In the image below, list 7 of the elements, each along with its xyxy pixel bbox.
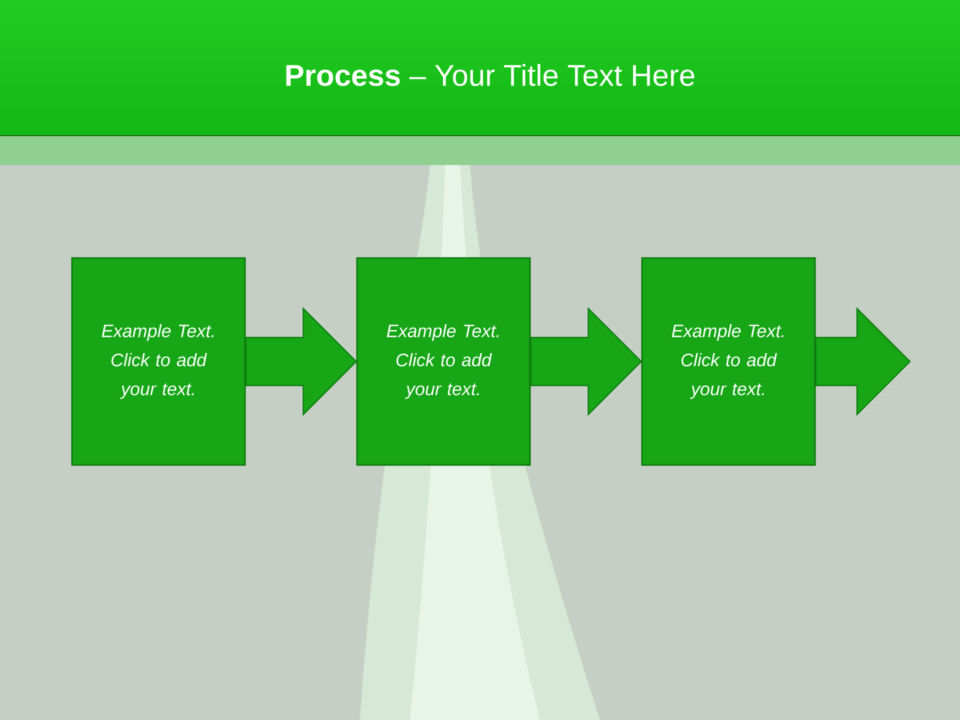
header-banner: Process – Your Title Text Here bbox=[0, 0, 960, 165]
process-box: Example Text. Click to add your text. bbox=[641, 257, 816, 466]
process-box: Example Text. Click to add your text. bbox=[71, 257, 246, 466]
block-arrow bbox=[815, 307, 911, 416]
block-arrow bbox=[530, 307, 642, 416]
block-arrow bbox=[245, 307, 358, 416]
process-box: Example Text. Click to add your text. bbox=[356, 257, 531, 466]
